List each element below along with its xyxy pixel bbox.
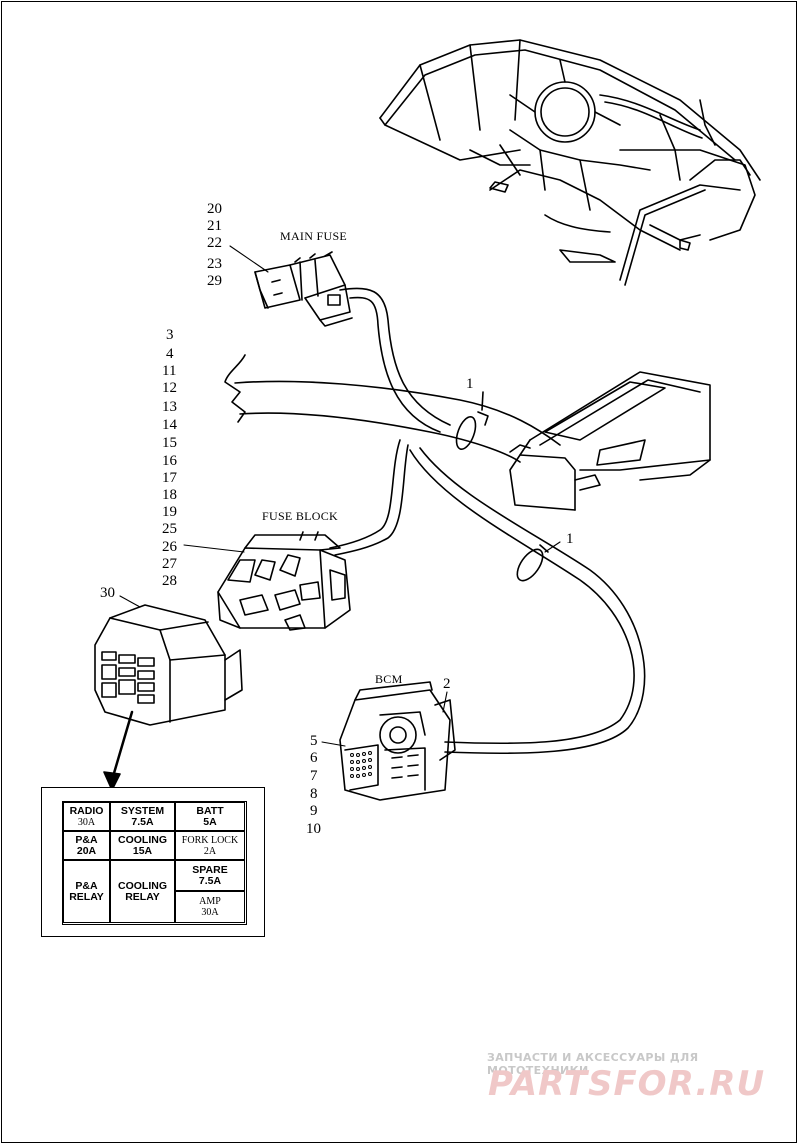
cable-tie-lower <box>516 544 549 582</box>
bcm-label: BCM <box>375 672 403 686</box>
fuse-name: RADIO <box>69 804 104 817</box>
main-harness-trunk <box>224 354 561 463</box>
fuse-rating: 5A <box>203 815 217 828</box>
bcm-drawing <box>339 681 456 801</box>
ref-number: 23 <box>207 256 222 272</box>
ref-number: 28 <box>162 573 177 589</box>
ref-number: 25 <box>162 521 177 537</box>
ref-number: 29 <box>207 273 222 289</box>
ref-number: 18 <box>162 487 177 503</box>
fuse-block-wire <box>329 439 409 556</box>
fuse-cell-fork-lock: FORK LOCK 2A <box>175 831 245 860</box>
ref-number: 1 <box>566 531 574 547</box>
fuse-cell-cooling: COOLING 15A <box>110 831 175 860</box>
fuse-name: P&A <box>75 833 98 846</box>
motorcycle-frame-drawing <box>379 39 761 286</box>
fuse-cell-pa: P&A 20A <box>63 831 110 860</box>
main-fuse-wire <box>339 287 451 433</box>
watermark-logo: PARTSFOR.RU <box>488 1064 766 1104</box>
fuse-cell-amp: AMP 30A <box>175 891 245 923</box>
ref-number: 7 <box>310 768 318 784</box>
fuse-cell-spare: SPARE 7.5A <box>175 860 245 891</box>
ref-number: 3 <box>166 327 174 343</box>
fuse-rating: 30A <box>201 907 219 918</box>
ref-number: 11 <box>162 363 177 379</box>
ref-number: 15 <box>162 435 177 451</box>
cable-tie-upper <box>455 391 489 451</box>
fuse-rating: 15A <box>132 844 153 857</box>
fuse-name: COOLING <box>118 833 167 846</box>
relay-box-drawing <box>94 604 243 726</box>
fuse-legend-grid: RADIO 30A P&A 20A P&A RELAY SYSTEM 7.5A … <box>62 801 247 925</box>
ref-number: 10 <box>306 821 321 837</box>
fuse-rating: 20A <box>76 844 97 857</box>
ref-number: 22 <box>207 235 222 251</box>
fuse-cell-radio: RADIO 30A <box>63 802 110 831</box>
relay-name: P&A <box>75 879 98 892</box>
ref-number: 5 <box>310 733 318 749</box>
ref-number: 21 <box>207 218 222 234</box>
ref-number: 26 <box>162 539 177 555</box>
ref-number: 8 <box>310 786 318 802</box>
bcm-wire <box>409 447 646 755</box>
leader-lines <box>119 245 561 747</box>
ref-number: 12 <box>162 380 177 396</box>
relay-cell-pa: P&A RELAY <box>63 860 110 923</box>
fuse-name: SYSTEM <box>120 804 165 817</box>
fuse-name: BATT <box>196 804 224 817</box>
ref-number: 4 <box>166 346 174 362</box>
fuse-rating: 7.5A <box>198 874 222 887</box>
ref-number: 14 <box>162 417 177 433</box>
ref-number: 17 <box>162 470 177 486</box>
watermark-tagline: ЗАПЧАСТИ И АКСЕССУАРЫ ДЛЯ МОТОТЕХНИКИ <box>487 1051 699 1077</box>
fuse-rating: 30A <box>77 816 96 828</box>
ref-number: 1 <box>466 376 474 392</box>
fuse-name: FORK LOCK <box>181 834 239 846</box>
relay-name: RELAY <box>69 890 104 903</box>
ref-number: 30 <box>100 585 115 601</box>
fuse-rating: 2A <box>203 845 217 857</box>
relay-name: RELAY <box>125 890 160 903</box>
ref-number: 9 <box>310 803 318 819</box>
relay-name: COOLING <box>118 879 167 892</box>
fuse-rating: 7.5A <box>131 815 154 828</box>
ref-number: 27 <box>162 556 177 572</box>
frame-rail-drawing <box>509 371 711 511</box>
ref-number: 20 <box>207 201 222 217</box>
ref-number: 6 <box>310 750 318 766</box>
ref-number: 2 <box>443 676 451 692</box>
legend-pointer <box>103 710 134 791</box>
ref-number: 13 <box>162 399 177 415</box>
fuse-legend: RADIO 30A P&A 20A P&A RELAY SYSTEM 7.5A … <box>41 787 265 937</box>
ref-number: 19 <box>162 504 177 520</box>
main-fuse-label: MAIN FUSE <box>280 229 348 243</box>
fuse-block-label: FUSE BLOCK <box>262 509 339 523</box>
fuse-name: AMP <box>199 896 221 907</box>
ref-number: 16 <box>162 453 177 469</box>
main-fuse-connector-drawing <box>254 251 353 327</box>
fuse-block-drawing <box>217 531 351 631</box>
fuse-cell-batt: BATT 5A <box>175 802 245 831</box>
fuse-name: SPARE <box>192 863 228 876</box>
fuse-cell-system: SYSTEM 7.5A <box>110 802 175 831</box>
relay-cell-cooling: COOLING RELAY <box>110 860 175 923</box>
